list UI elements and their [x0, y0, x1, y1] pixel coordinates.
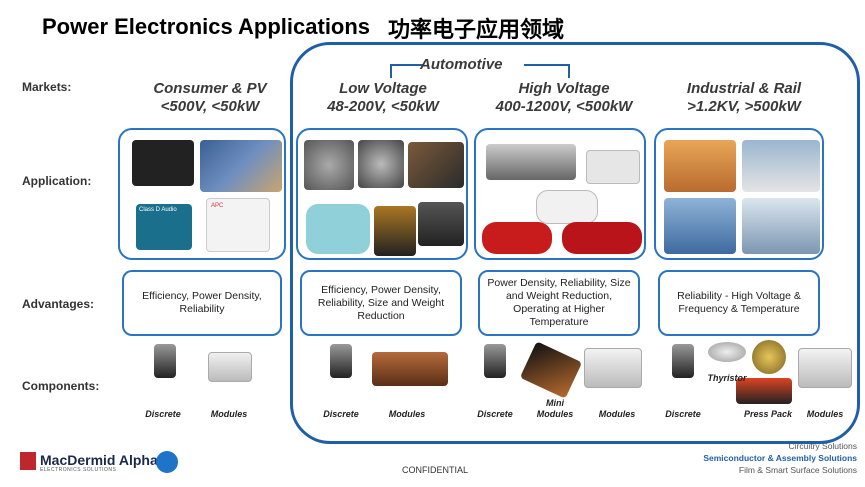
component-label: Modules — [806, 409, 844, 419]
module-component-image — [208, 352, 252, 382]
application-industrial-rail — [654, 128, 824, 260]
application-low-voltage — [296, 128, 468, 260]
row-label-application: Application: — [22, 174, 92, 188]
alpha-logo-icon — [156, 451, 178, 473]
footer-semiconductor: Semiconductor & Assembly Solutions — [703, 453, 857, 463]
component-label: Discrete — [665, 409, 701, 419]
advantages-consumer-pv: Efficiency, Power Density, Reliability — [122, 270, 282, 336]
component-label: Discrete — [145, 409, 181, 419]
white-ev-image — [536, 190, 598, 224]
advantages-high-voltage: Power Density, Reliability, Size and Wei… — [478, 270, 640, 336]
market-spec: >1.2KV, >500kW — [687, 98, 801, 115]
application-high-voltage — [474, 128, 646, 260]
market-name: Low Voltage — [339, 80, 427, 97]
market-low-voltage: Low Voltage 48-200V, <50kW — [300, 80, 466, 116]
confidential-label: CONFIDENTIAL — [402, 465, 469, 475]
market-consumer-pv: Consumer & PV <500V, <50kW — [122, 80, 298, 116]
market-spec: 400-1200V, <500kW — [495, 98, 633, 115]
module-component-image — [798, 348, 852, 388]
module-component-image — [584, 348, 642, 388]
market-name: Industrial & Rail — [686, 80, 802, 97]
component-label: Discrete — [323, 409, 359, 419]
discrete-component-image — [672, 344, 694, 378]
component-label: Modules — [210, 409, 248, 419]
component-label: Thyristor — [707, 373, 747, 383]
footer-circuitry: Circuitry Solutions — [788, 441, 858, 451]
market-spec: 48-200V, <50kW — [327, 98, 439, 115]
market-name: Consumer & PV — [153, 80, 267, 97]
motorcycle-image — [418, 202, 464, 246]
market-spec: <500V, <50kW — [160, 98, 260, 115]
component-label: Mini Modules — [536, 398, 574, 419]
ups-image: APC — [206, 198, 270, 252]
motor-image — [358, 140, 404, 188]
class-d-audio-image: Class D Audio — [136, 204, 192, 250]
scooter-image — [374, 206, 416, 256]
automotive-label: Automotive — [420, 56, 503, 73]
footer-film: Film & Smart Surface Solutions — [738, 465, 857, 475]
market-high-voltage: High Voltage 400-1200V, <500kW — [476, 80, 652, 116]
row-label-markets: Markets: — [22, 80, 72, 94]
discrete-component-image — [330, 344, 352, 378]
market-name: High Voltage — [518, 80, 610, 97]
row-label-advantages: Advantages: — [22, 297, 95, 311]
discrete-component-image — [484, 344, 506, 378]
market-industrial-rail: Industrial & Rail >1.2KV, >500kW — [656, 80, 832, 116]
thyristor-component-image — [708, 342, 746, 362]
alternator-image — [304, 140, 354, 190]
offshore-platform-image — [664, 198, 736, 254]
component-label: Press Pack — [743, 409, 793, 419]
power-tower-image — [742, 198, 820, 254]
advantages-industrial-rail: Reliability - High Voltage & Frequency &… — [658, 270, 820, 336]
company-logo-subtitle: ELECTRONICS SOLUTIONS — [40, 467, 117, 473]
macdermid-logo-icon — [20, 452, 36, 470]
component-label: Discrete — [477, 409, 513, 419]
thyristor-disc-image — [752, 340, 786, 374]
red-sports-car-image — [562, 222, 642, 254]
page-title-chinese: 功率电子应用领域 — [388, 18, 565, 43]
red-sedan-image — [482, 222, 552, 254]
solar-panel-image — [200, 140, 282, 192]
power-adapter-image — [132, 140, 194, 186]
automotive-frame — [290, 42, 860, 444]
application-consumer-pv: Class D Audio APC — [118, 128, 286, 260]
mini-car-image — [306, 204, 370, 254]
train-image — [742, 140, 820, 192]
ev-chassis-image — [486, 144, 576, 180]
discrete-component-image — [154, 344, 176, 378]
page-title: Power Electronics Applications — [42, 14, 371, 39]
component-label: Modules — [598, 409, 636, 419]
row-label-components: Components: — [22, 379, 100, 393]
press-pack-component-image — [736, 378, 792, 404]
pickup-truck-image — [586, 150, 640, 184]
module-component-image — [372, 352, 448, 386]
component-label: Modules — [388, 409, 426, 419]
company-logo-text: MacDermid Alpha — [40, 452, 158, 468]
controller-image — [408, 142, 464, 188]
oil-pump-image — [664, 140, 736, 192]
advantages-low-voltage: Efficiency, Power Density, Reliability, … — [300, 270, 462, 336]
